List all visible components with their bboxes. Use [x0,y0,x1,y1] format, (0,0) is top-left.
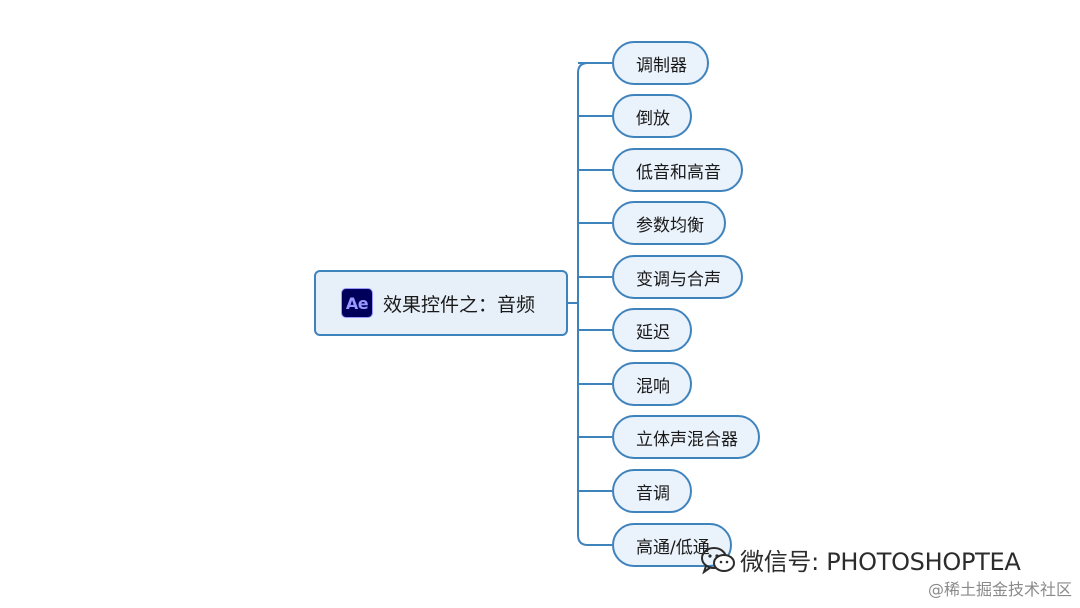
topic-modulator[interactable]: 调制器 [612,41,709,85]
topic-highpass-lowpass[interactable]: 高通/低通 [612,523,732,567]
wechat-watermark: 微信号: PHOTOSHOPTEA [700,542,1021,577]
topic-reverb[interactable]: 混响 [612,362,692,406]
topic-parametric-eq[interactable]: 参数均衡 [612,201,726,245]
topic-reverse[interactable]: 倒放 [612,94,692,138]
topic-bass-treble[interactable]: 低音和高音 [612,148,743,192]
topic-tone[interactable]: 音调 [612,469,692,513]
topic-delay[interactable]: 延迟 [612,308,692,352]
trunk-line [577,62,589,546]
watermark-text: 微信号: PHOTOSHOPTEA [740,548,1021,576]
after-effects-logo-icon: Ae [341,288,373,318]
topic-flange-chorus[interactable]: 变调与合声 [612,255,743,299]
wechat-icon [701,546,735,574]
topic-stereo-mixer[interactable]: 立体声混合器 [612,415,760,459]
root-topic[interactable]: Ae 效果控件之：音频 [314,270,568,336]
juejin-credit: @稀土掘金技术社区 [927,580,1072,599]
root-topic-label: 效果控件之：音频 [383,293,536,316]
